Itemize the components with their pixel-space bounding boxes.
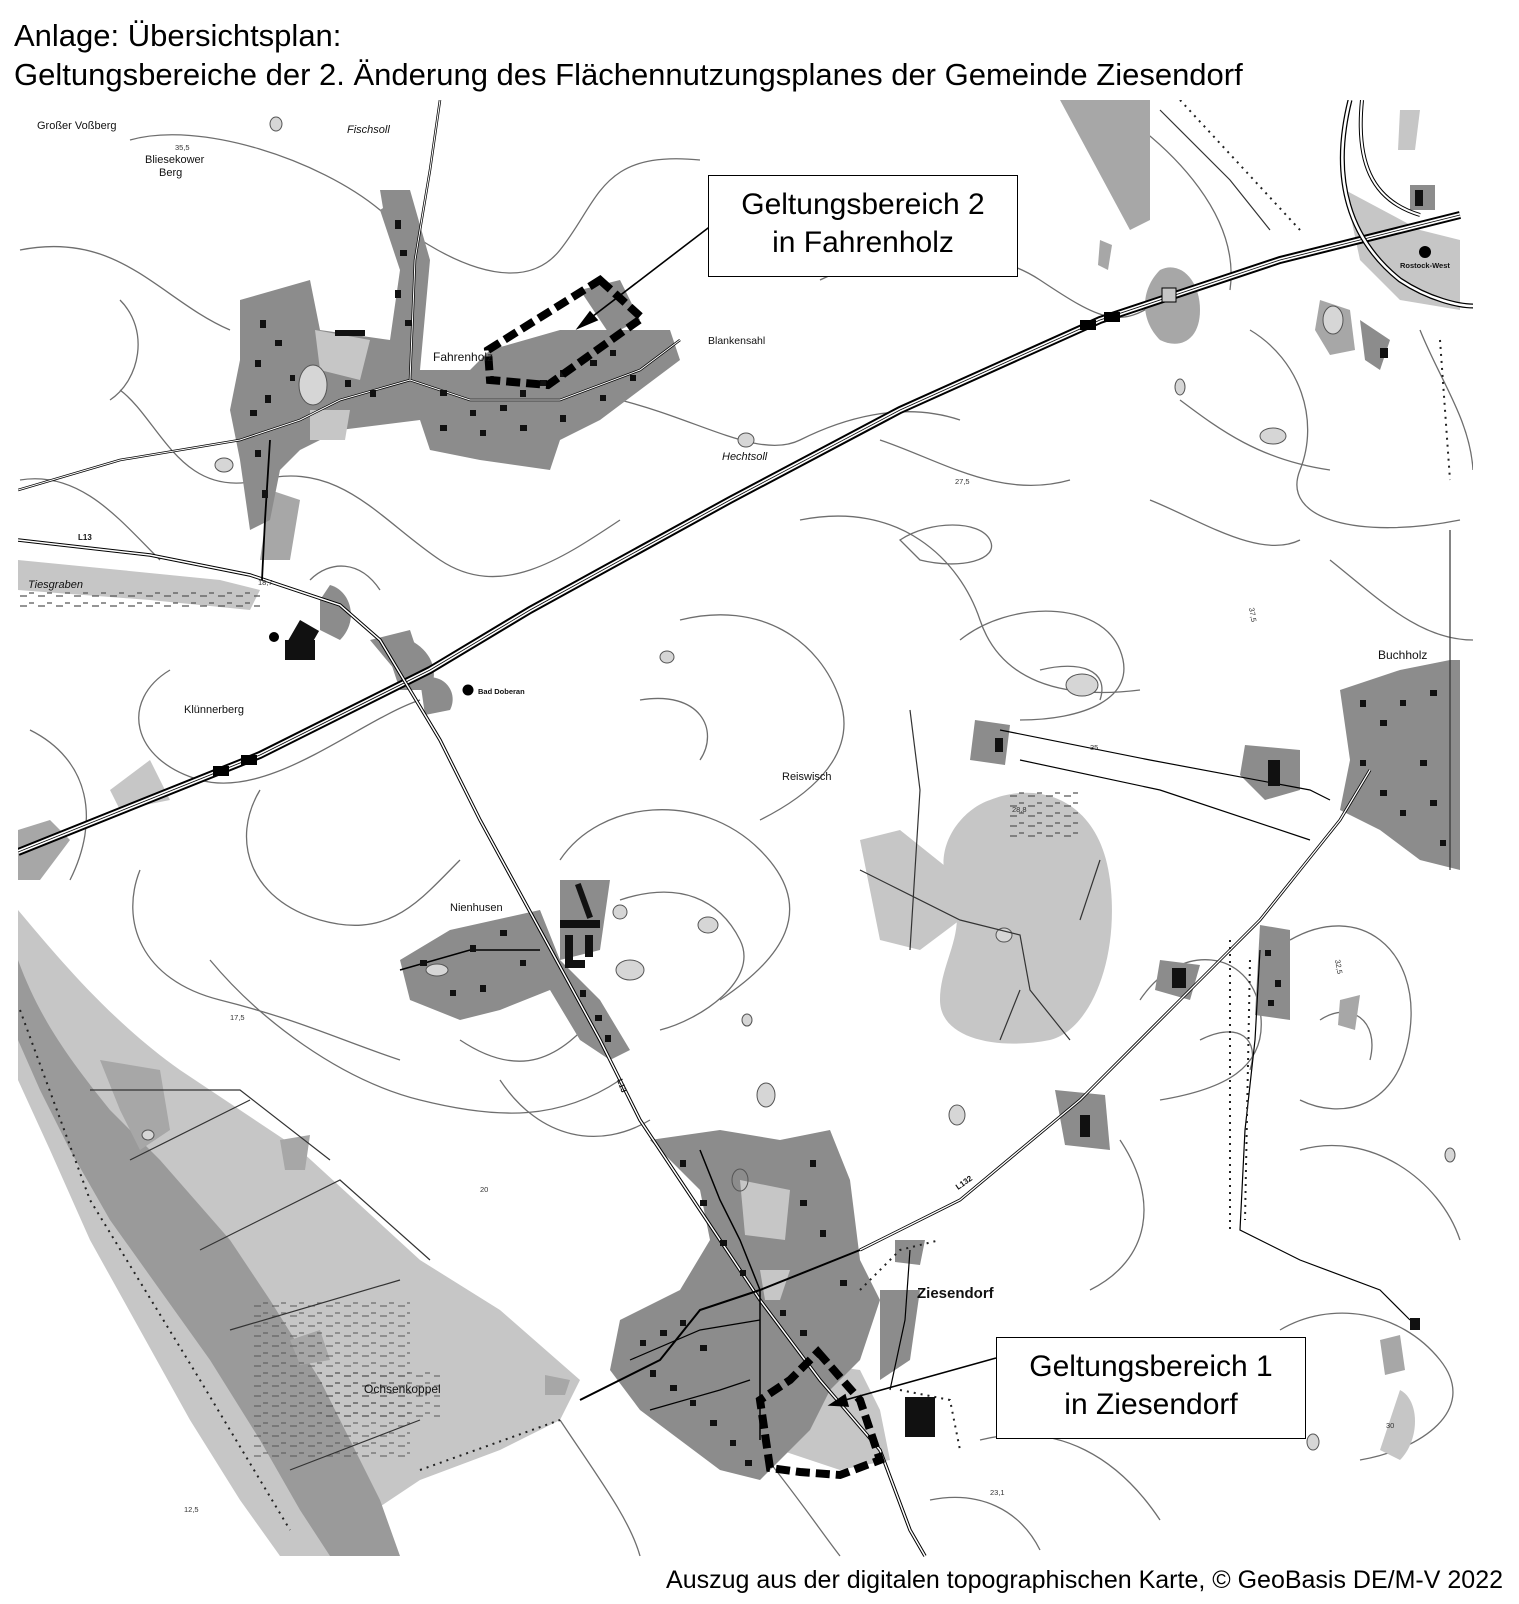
label-ziesendorf: Ziesendorf [917, 1285, 995, 1302]
geltungsbereich-boundaries [483, 275, 886, 1480]
label-l13-north: L13 [78, 533, 92, 542]
field-boundaries [90, 109, 1451, 1471]
plan-title-line-1: Anlage: Übersichtsplan: [14, 18, 342, 53]
label-blankensahl: Blankensahl [708, 335, 765, 347]
source-credit: Auszug aus der digitalen topographischen… [666, 1566, 1503, 1594]
label-ochsenkoppel: Ochsenkoppel [364, 1382, 441, 1396]
label-grosser-vossberg: Großer Voßberg [37, 120, 116, 132]
getreide-point [269, 632, 279, 642]
label-bliesekower-1: Bliesekower [145, 154, 205, 166]
elevation-labels: 35,5 37,5 27,5 35 28,8 32,5 30 23,1 17,5… [175, 143, 1394, 1514]
elev-3: 27,5 [955, 477, 970, 486]
buildings [250, 190, 1446, 1466]
label-fischsoll: Fischsoll [347, 124, 390, 136]
elev-9: 17,5 [230, 1013, 245, 1022]
label-tiesgraben: Tiesgraben [28, 579, 83, 591]
marsh-symbols [20, 590, 1080, 1460]
label-reiswisch: Reiswisch [782, 771, 832, 783]
elev-4: 35 [1090, 743, 1098, 752]
callout-1-line-2: in Ziesendorf [1064, 1388, 1238, 1421]
bad-doberan-point [462, 684, 474, 696]
dotted-lines [19, 100, 1451, 1531]
elev-7: 30 [1386, 1421, 1394, 1430]
label-nienhusen: Nienhusen [450, 902, 503, 914]
label-hechtsoll: Hechtsoll [722, 451, 768, 463]
label-fahrenholz: Fahrenholz [433, 350, 493, 364]
motorway-bridges [213, 287, 1177, 776]
label-buchholz: Buchholz [1378, 648, 1427, 662]
label-kluennerberg: Klünnerberg [184, 704, 244, 716]
elev-8: 23,1 [990, 1488, 1005, 1497]
point-symbols [269, 246, 1431, 696]
label-bad-doberan: Bad Doberan [478, 687, 525, 696]
label-rostock-west: Rostock-West [1400, 261, 1450, 270]
callout-geltungsbereich-2: Geltungsbereich 2 in Fahrenholz [708, 175, 1018, 277]
elev-11: 12,5 [184, 1505, 199, 1514]
geltungsbereich-2-outline [483, 275, 649, 390]
geltungsbereich-1-outline [755, 1346, 886, 1480]
plan-title-line-2: Geltungsbereiche der 2. Änderung des Flä… [14, 57, 1243, 92]
topographic-map: Großer Voßberg Fischsoll Bliesekower Ber… [18, 100, 1473, 1558]
settlement-openings [310, 330, 790, 1300]
ponds [141, 116, 1456, 1451]
elev-1: 35,5 [175, 143, 190, 152]
label-bliesekower-2: Berg [159, 167, 182, 179]
callout-2-line-2: in Fahrenholz [772, 226, 954, 259]
elev-2: 37,5 [1247, 607, 1258, 623]
elev-6: 32,5 [1333, 959, 1344, 975]
elev-10: 20 [480, 1185, 488, 1194]
callout-2-line-1: Geltungsbereich 2 [741, 188, 985, 221]
callout-geltungsbereich-1: Geltungsbereich 1 in Ziesendorf [996, 1337, 1306, 1439]
rostock-west-point [1419, 246, 1431, 258]
callout-1-line-1: Geltungsbereich 1 [1029, 1350, 1273, 1383]
elev-5: 28,8 [1012, 805, 1027, 814]
elev-12: 18,7 [258, 578, 273, 587]
callout-arrows [575, 224, 997, 1407]
